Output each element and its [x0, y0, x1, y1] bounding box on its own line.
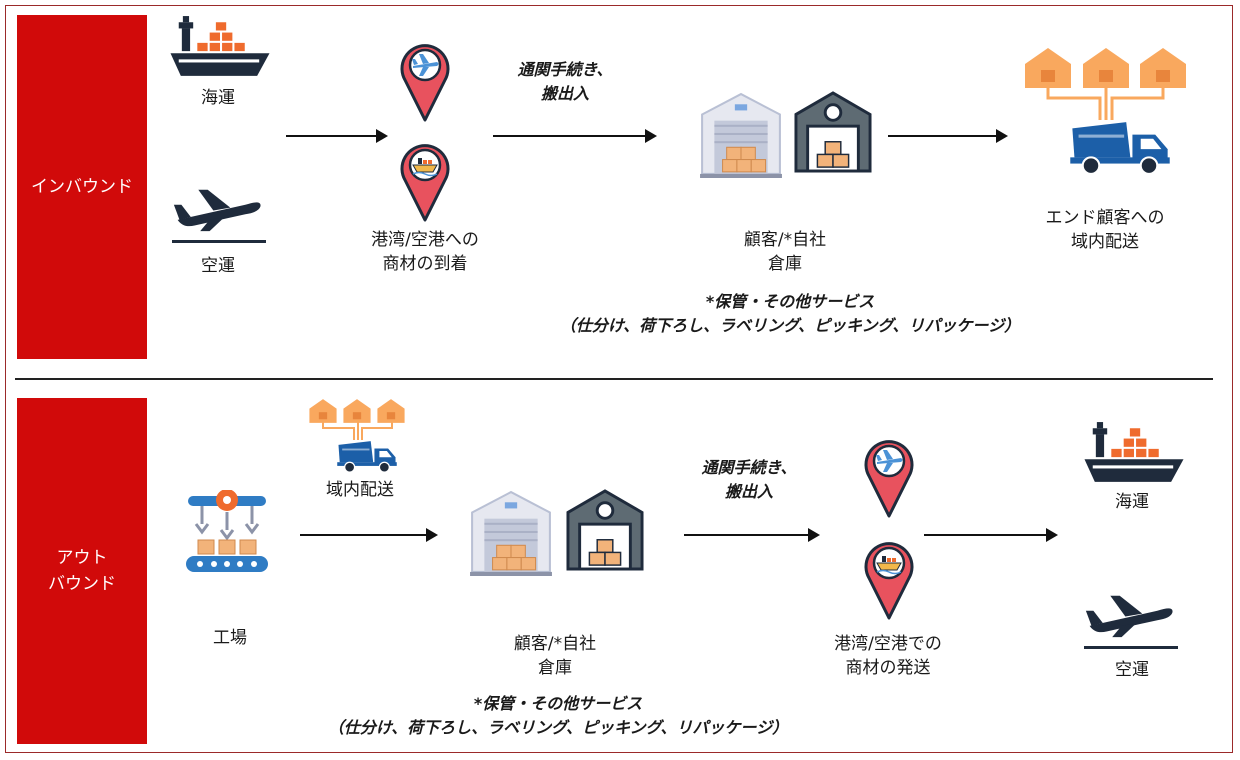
customs-label-line2: 搬出入 — [540, 84, 589, 103]
outbound-sea-label: 海運 — [1115, 492, 1149, 512]
warehouse-label-line1: 顧客/*自社 — [743, 230, 827, 250]
storage-shed-icon — [566, 488, 644, 572]
warehouse-icon — [470, 490, 552, 576]
customs-label-line1: 通関手続き、 — [517, 60, 613, 79]
house-icon — [1137, 46, 1189, 90]
services-label-line1: *保管・その他サービス — [473, 694, 643, 713]
airplane-small-icon — [410, 50, 440, 80]
diagram-frame — [5, 5, 1233, 753]
inbound-services-label: *保管・その他サービス （仕分け、荷下ろし、ラベリング、ピッキング、リパッケージ… — [540, 290, 1040, 338]
inbound-arrival-label: 港湾/空港への 商材の到着 — [355, 228, 495, 276]
services-label-line2: （仕分け、荷下ろし、ラベリング、ピッキング、リパッケージ） — [327, 718, 789, 737]
airplane-icon — [172, 186, 266, 233]
inbound-side-label: インバウンド — [17, 15, 147, 359]
inbound-customs-label: 通関手続き、 搬出入 — [500, 58, 630, 106]
inbound-side-label-line1: インバウンド — [31, 177, 133, 197]
shipping-label-line2: 商材の発送 — [845, 658, 931, 678]
services-label-line1: *保管・その他サービス — [705, 292, 875, 311]
warehouse-label-line1: 顧客/*自社 — [513, 634, 597, 654]
warehouse-label-line2: 倉庫 — [538, 658, 572, 678]
arrival-label-line2: 商材の到着 — [382, 254, 468, 274]
warehouse-icon — [700, 92, 782, 178]
inbound-sea-label: 海運 — [201, 88, 235, 108]
outbound-customs-label: 通関手続き、 搬出入 — [684, 456, 814, 504]
customs-label-line1: 通関手続き、 — [701, 458, 797, 477]
shipping-label-line1: 港湾/空港での — [834, 634, 942, 654]
house-icon — [1022, 46, 1074, 90]
outbound-shipping-label: 港湾/空港での 商材の発送 — [818, 632, 958, 680]
house-icon — [1080, 46, 1132, 90]
house-icon — [308, 398, 338, 424]
arrow-right — [888, 129, 1008, 143]
section-divider — [15, 378, 1213, 380]
location-pin-icon — [400, 140, 450, 222]
arrival-label-line1: 港湾/空港への — [371, 230, 479, 250]
outbound-factory-label: 工場 — [213, 628, 247, 648]
house-icon — [342, 398, 372, 424]
arrow-right — [300, 528, 438, 542]
arrow-right — [493, 129, 657, 143]
outbound-services-label: *保管・その他サービス （仕分け、荷下ろし、ラベリング、ピッキング、リパッケージ… — [308, 692, 808, 740]
location-pin-icon — [864, 436, 914, 518]
outbound-delivery-label: 域内配送 — [326, 480, 394, 500]
delivery-label-line1: エンド顧客への — [1045, 208, 1165, 228]
customs-label-line2: 搬出入 — [724, 482, 773, 501]
arrow-right — [684, 528, 820, 542]
storage-shed-icon — [794, 90, 872, 174]
air-underline — [172, 240, 266, 243]
arrow-right — [924, 528, 1058, 542]
house-icon — [376, 398, 406, 424]
outbound-side-label-line2: バウンド — [48, 574, 116, 594]
arrow-right — [286, 129, 388, 143]
outbound-side-label-line1: アウト — [56, 548, 108, 568]
connector-lines — [322, 422, 393, 440]
location-pin-icon — [864, 538, 914, 620]
inbound-air-label: 空運 — [201, 256, 235, 276]
outbound-warehouse-label: 顧客/*自社 倉庫 — [485, 632, 625, 680]
delivery-truck-icon — [1068, 118, 1172, 176]
ship-small-icon — [410, 150, 440, 180]
location-pin-icon — [400, 40, 450, 122]
ship-small-icon — [874, 548, 904, 578]
outbound-side-label: アウト バウンド — [17, 398, 147, 744]
factory-robot-icon — [182, 490, 272, 580]
connector-lines — [1046, 88, 1165, 120]
delivery-label-line2: 域内配送 — [1071, 232, 1139, 252]
ship-icon — [168, 14, 272, 80]
inbound-warehouse-label: 顧客/*自社 倉庫 — [715, 228, 855, 276]
outbound-air-label: 空運 — [1115, 660, 1149, 680]
warehouse-label-line2: 倉庫 — [768, 254, 802, 274]
airplane-icon — [1084, 592, 1178, 639]
air-underline — [1084, 646, 1178, 649]
services-label-line2: （仕分け、荷下ろし、ラベリング、ピッキング、リパッケージ） — [559, 316, 1021, 335]
airplane-small-icon — [874, 446, 904, 476]
inbound-delivery-label: エンド顧客への 域内配送 — [1030, 206, 1180, 254]
delivery-truck-icon — [336, 438, 398, 474]
ship-icon — [1082, 420, 1186, 486]
